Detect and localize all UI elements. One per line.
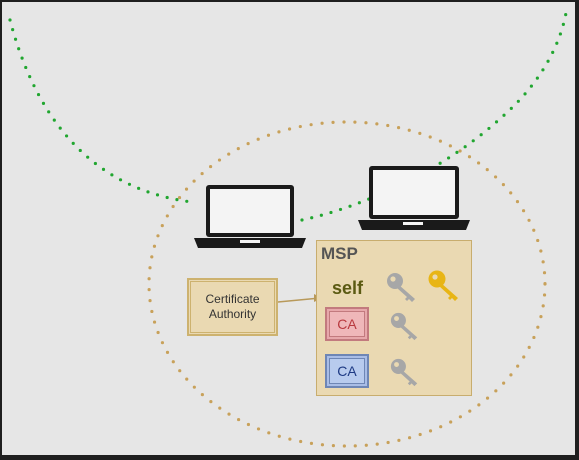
msp-label: MSP [321,244,358,263]
certificate-authority-line2: Authority [208,307,257,321]
ca-label: CA [337,316,357,332]
tan-dotted-boundary [147,120,547,448]
key-icon [390,358,418,387]
laptop-icon [358,166,470,230]
ca-box-red: CA [325,307,369,341]
key-icon [428,270,458,301]
key-icon [390,312,418,341]
key-icon [387,273,415,302]
connector-line [277,297,321,303]
ca-box-blue: CA [325,354,369,388]
msp-box: MSP self CA CA [316,240,472,396]
laptop-icon [194,185,306,248]
ca-label: CA [337,363,357,379]
certificate-authority-line1: Certificate [205,292,260,306]
diagram-graphics [8,5,569,448]
self-label: self [332,278,364,298]
diagram-canvas: Certificate Authority MSP self CA CA [2,2,575,455]
certificate-authority-box: Certificate Authority [187,278,278,336]
